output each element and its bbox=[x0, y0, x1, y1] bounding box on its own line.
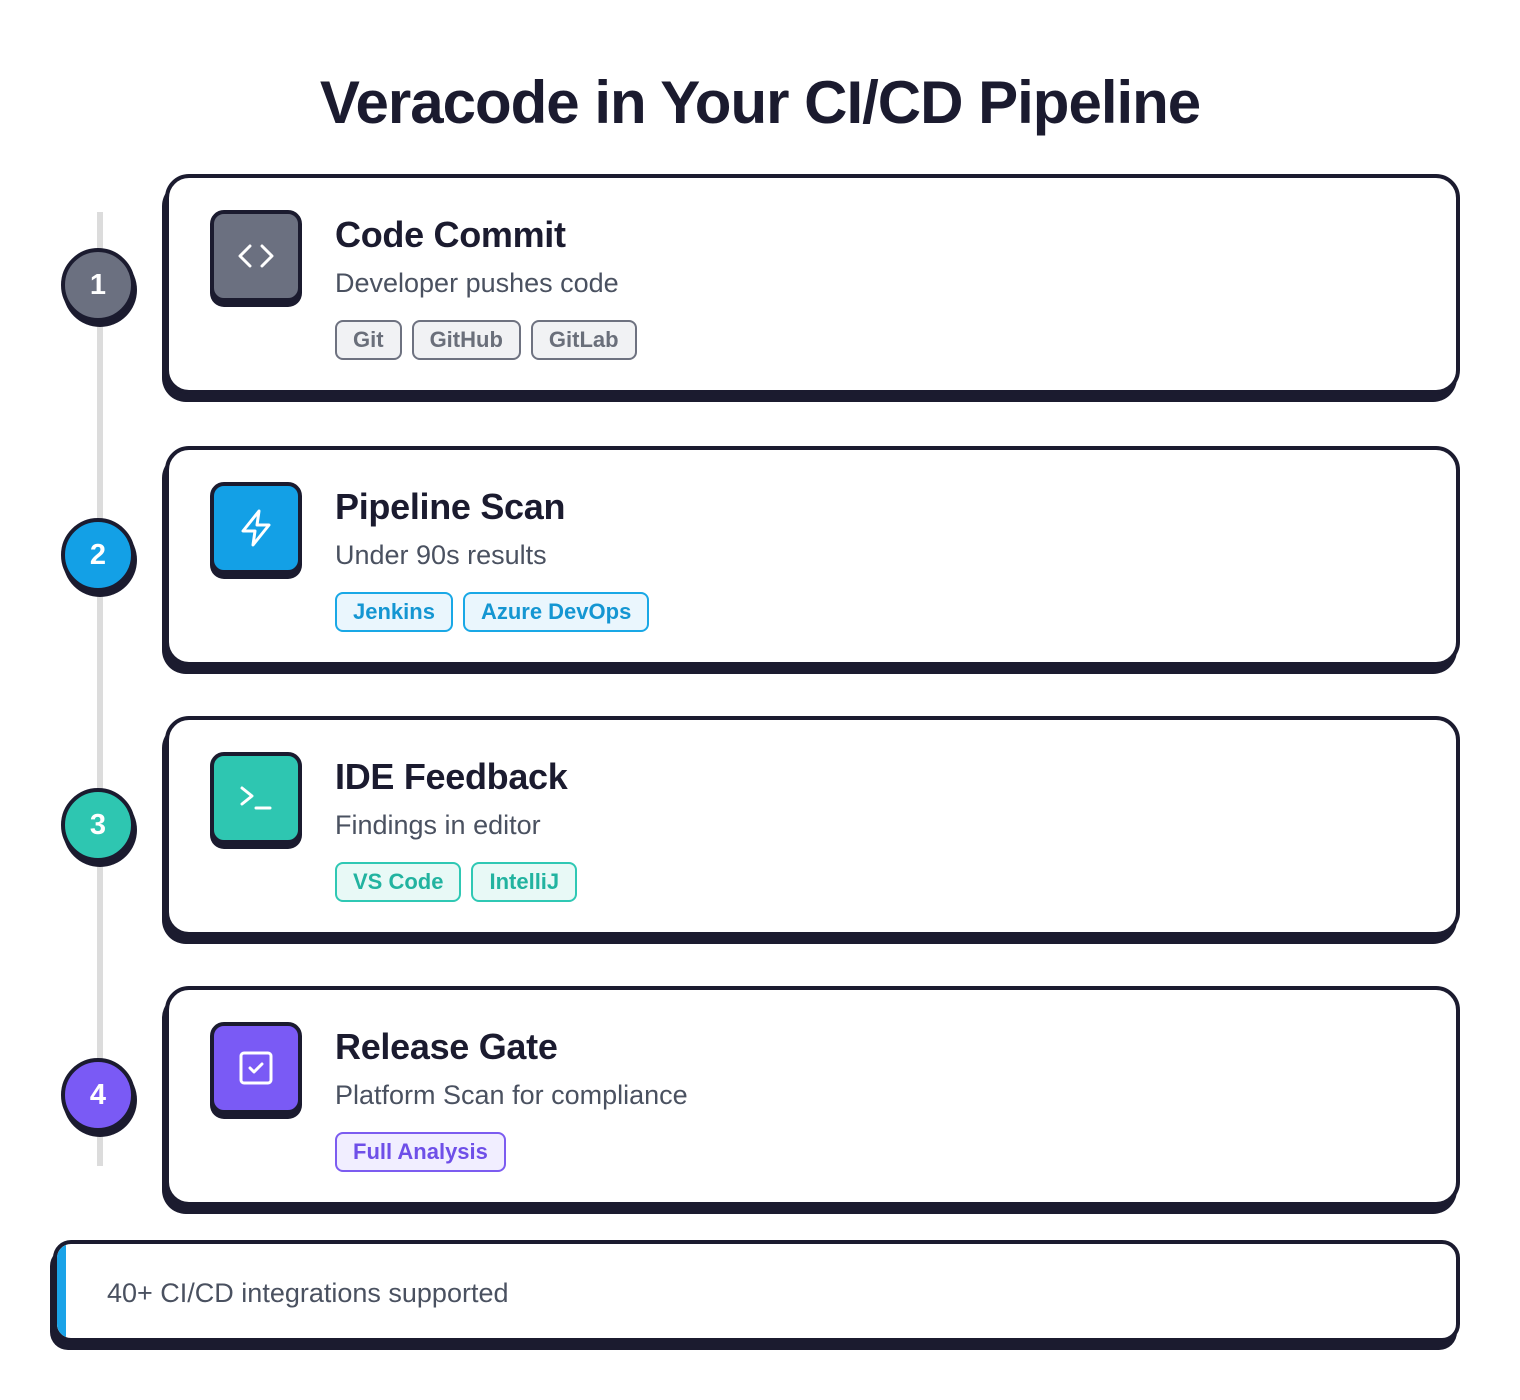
step-number-badge: 4 bbox=[61, 1058, 135, 1132]
step-card-ide-feedback: IDE Feedback Findings in editor VS Code … bbox=[165, 716, 1460, 936]
step-title: Code Commit bbox=[335, 214, 566, 255]
tag-full-analysis: Full Analysis bbox=[335, 1132, 506, 1172]
step-title: Pipeline Scan bbox=[335, 486, 566, 527]
tag-git: Git bbox=[335, 320, 402, 360]
checkbox-icon bbox=[210, 1022, 302, 1114]
step-subtitle: Developer pushes code bbox=[335, 268, 619, 298]
tag-list: VS Code IntelliJ bbox=[335, 862, 578, 902]
integrations-callout: 40+ CI/CD integrations supported bbox=[53, 1240, 1460, 1342]
tag-jenkins: Jenkins bbox=[335, 592, 453, 632]
tag-list: Jenkins Azure DevOps bbox=[335, 592, 650, 632]
timeline-connector bbox=[97, 212, 103, 1166]
step-number-badge: 3 bbox=[61, 788, 135, 862]
tag-github: GitHub bbox=[411, 320, 521, 360]
tag-intellij: IntelliJ bbox=[471, 862, 578, 902]
step-title: IDE Feedback bbox=[335, 756, 568, 797]
step-title: Release Gate bbox=[335, 1026, 558, 1067]
step-card-release-gate: Release Gate Platform Scan for complianc… bbox=[165, 986, 1460, 1206]
integrations-note: 40+ CI/CD integrations supported bbox=[107, 1278, 509, 1308]
code-brackets-icon bbox=[210, 210, 302, 302]
step-number-badge: 2 bbox=[61, 518, 135, 592]
step-card-pipeline-scan: Pipeline Scan Under 90s results Jenkins … bbox=[165, 446, 1460, 666]
tag-azure-devops: Azure DevOps bbox=[462, 592, 650, 632]
page-title: Veracode in Your CI/CD Pipeline bbox=[319, 69, 1201, 136]
step-number-badge: 1 bbox=[61, 248, 135, 322]
lightning-bolt-icon bbox=[210, 482, 302, 574]
tag-gitlab: GitLab bbox=[530, 320, 637, 360]
step-subtitle: Platform Scan for compliance bbox=[335, 1080, 688, 1110]
terminal-prompt-icon bbox=[210, 752, 302, 844]
step-subtitle: Under 90s results bbox=[335, 540, 547, 570]
tag-list: Full Analysis bbox=[335, 1132, 506, 1172]
tag-vs-code: VS Code bbox=[335, 862, 462, 902]
step-subtitle: Findings in editor bbox=[335, 810, 541, 840]
accent-bar bbox=[57, 1244, 66, 1338]
tag-list: Git GitHub GitLab bbox=[335, 320, 637, 360]
step-card-code-commit: Code Commit Developer pushes code Git Gi… bbox=[165, 174, 1460, 394]
